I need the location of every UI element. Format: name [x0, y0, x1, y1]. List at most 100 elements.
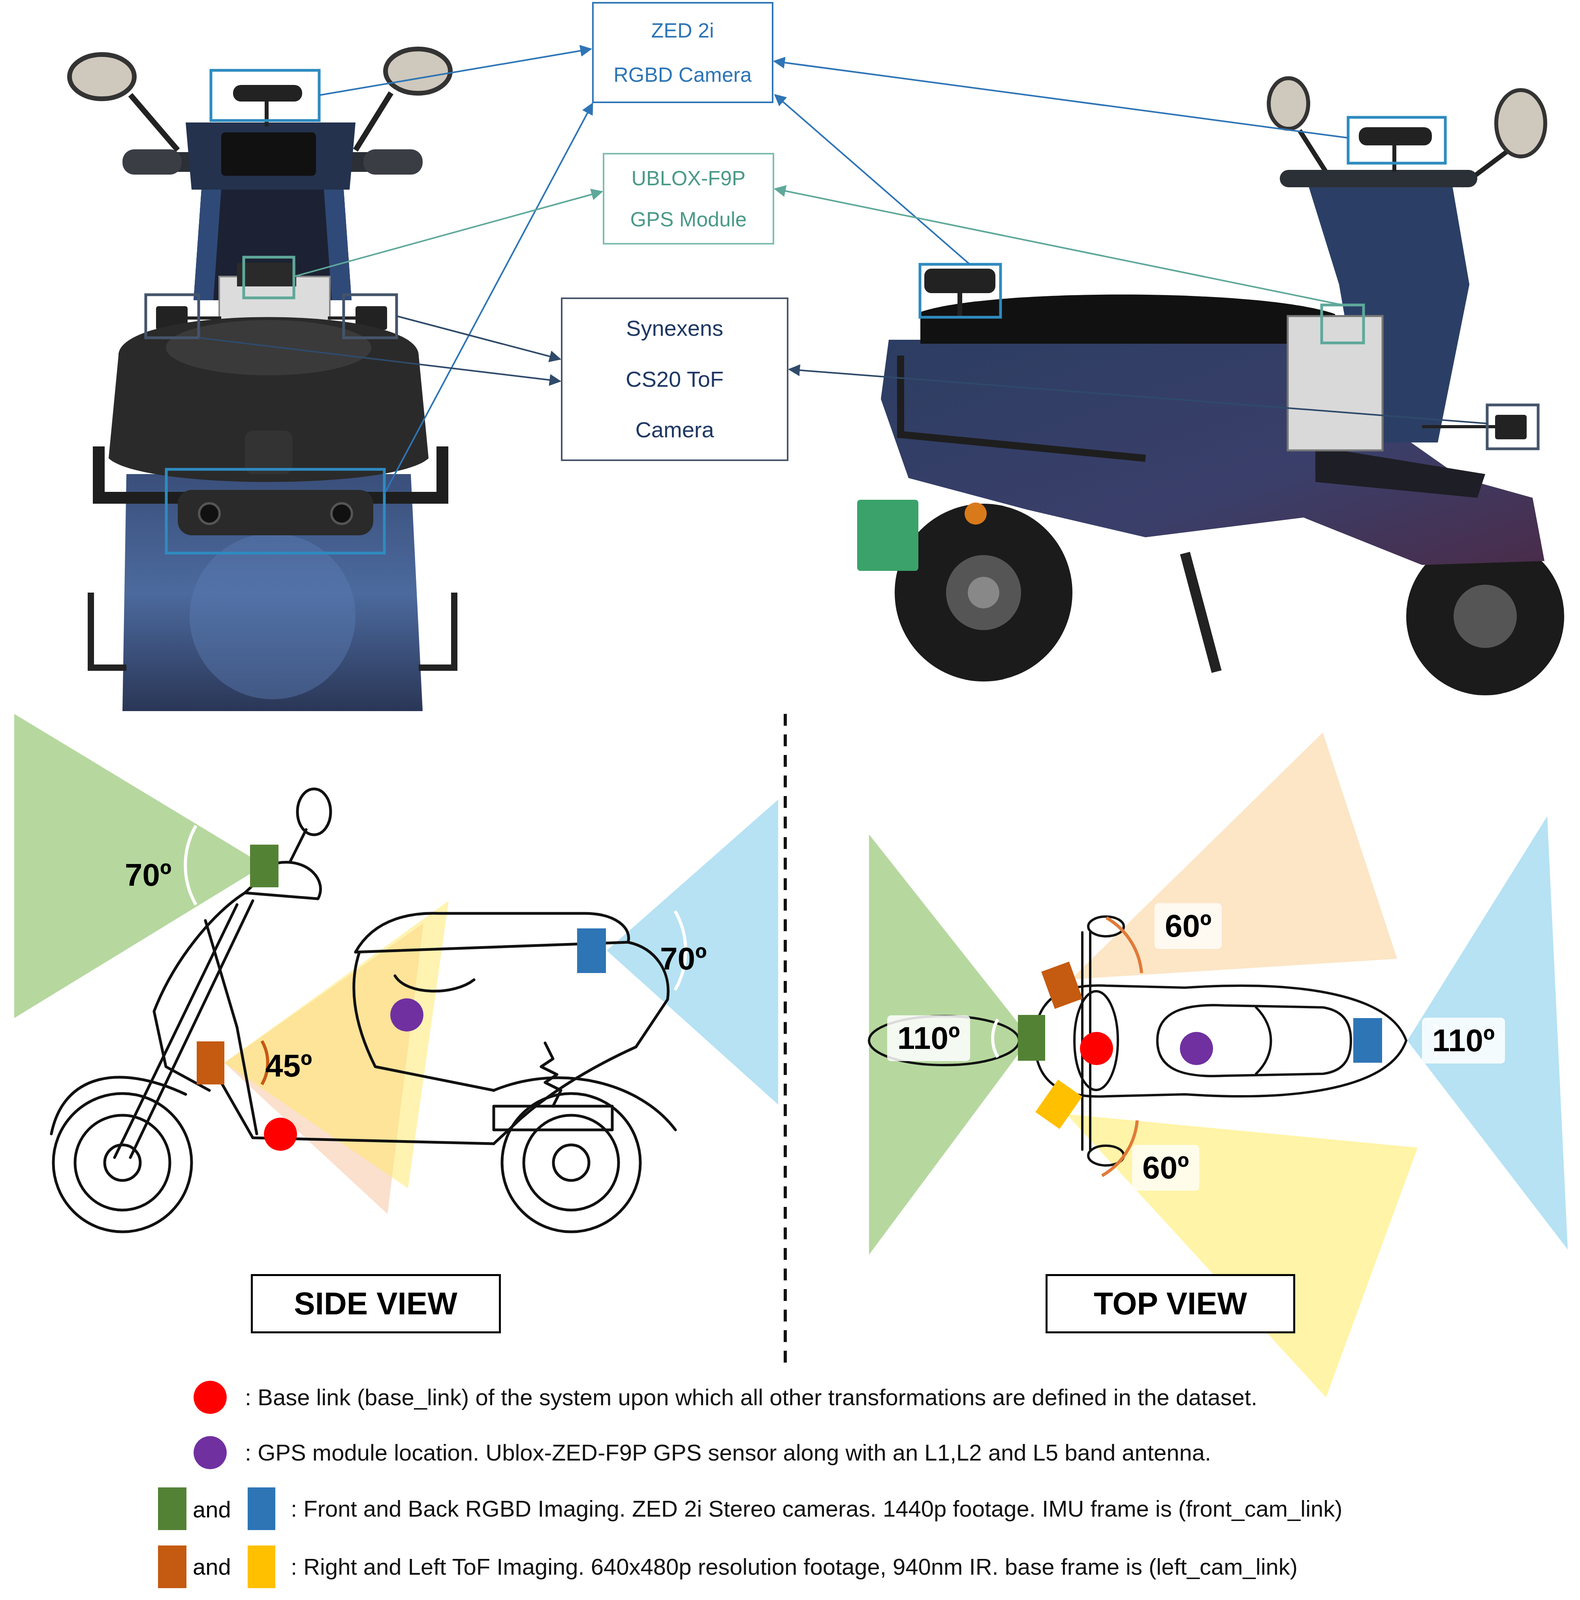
drawing-part	[237, 262, 297, 287]
drawing-part	[331, 503, 352, 524]
drawing-part	[1157, 1004, 1351, 1076]
angle-label: 110º	[1422, 1017, 1505, 1064]
drawing-part	[205, 920, 257, 1134]
box-text: Synexens CS20 ToF Camera	[602, 302, 747, 456]
drawing-part	[493, 1106, 613, 1130]
drawing-part	[353, 951, 494, 1091]
drawing-part	[894, 503, 1073, 682]
legend-text: : Front and Back RGBD Imaging. ZED 2i St…	[290, 1495, 1343, 1522]
angle-label: 110º	[887, 1015, 971, 1061]
drawing-part	[396, 316, 561, 360]
drawing-part	[774, 188, 1343, 305]
drawing-part	[343, 294, 397, 338]
drawing-part	[1268, 78, 1309, 129]
angle-label: 70º	[660, 940, 707, 977]
drawing-part	[1287, 316, 1383, 451]
legend-text: : GPS module location. Ublox-ZED-F9P GPS…	[244, 1439, 1212, 1466]
drawing-part	[857, 499, 919, 571]
drawing-part	[385, 48, 451, 94]
drawing-part	[957, 292, 963, 316]
legend-text: : Base link (base_link) of the system up…	[244, 1384, 1258, 1411]
drawing-part	[1358, 127, 1432, 146]
drawing-part	[198, 337, 561, 382]
legend-extra-swatches	[247, 1487, 276, 1588]
top-fov	[869, 732, 1568, 1398]
drawing-part	[108, 317, 429, 483]
drawing-part	[250, 844, 279, 888]
drawing-part	[177, 489, 374, 536]
drawing-part	[263, 1117, 298, 1151]
drawing-part	[221, 1082, 494, 1144]
view-title-box: SIDE VIEW	[250, 1273, 501, 1334]
box-text: TOP VIEW	[1093, 1284, 1248, 1323]
drawing-part	[53, 1093, 192, 1232]
drawing-part	[293, 191, 602, 277]
tof-label-box: Synexens CS20 ToF Camera	[560, 297, 789, 461]
drawing-part	[418, 592, 455, 668]
drawing-part	[224, 900, 449, 1189]
drawing-part	[154, 892, 245, 1091]
drawing-part	[221, 132, 316, 176]
drawing-part	[1074, 991, 1118, 1090]
drawing-part	[243, 257, 294, 298]
drawing-part	[1066, 1113, 1418, 1398]
drawing-part	[14, 713, 265, 1018]
angle-label: 60º	[1132, 1144, 1200, 1191]
angle-arcs	[185, 825, 1439, 1176]
drawing-part	[992, 1019, 998, 1058]
drawing-part	[1453, 584, 1517, 648]
drawing-part	[185, 122, 356, 190]
drawing-part	[1256, 1007, 1272, 1074]
drawing-part	[319, 48, 591, 96]
drawing-part	[541, 1042, 561, 1106]
legend-swatch	[193, 1435, 227, 1470]
drawing-part	[193, 189, 222, 301]
box-text: SIDE VIEW	[293, 1284, 458, 1323]
angle-label: 45º	[265, 1047, 313, 1084]
drawing-part	[606, 799, 779, 1105]
drawing-part	[199, 503, 220, 524]
drawing-part	[114, 904, 237, 1158]
drawing-part	[130, 94, 178, 151]
drawing-part	[920, 294, 1336, 344]
drawing-part	[1185, 553, 1217, 672]
drawing-part	[1321, 304, 1364, 343]
drawing-part	[1487, 404, 1539, 449]
drawing-part	[774, 61, 1349, 138]
angle-label: 70º	[124, 856, 172, 894]
drawing-part	[869, 834, 1031, 1255]
gps-label-box: UBLOX-F9P GPS Module	[602, 152, 775, 245]
leader-lines	[198, 48, 1488, 494]
drawing-part	[1299, 130, 1328, 174]
drawing-part	[946, 554, 1022, 631]
drawing-part	[189, 533, 356, 700]
drawing-part	[577, 928, 606, 973]
camera-label-box: ZED 2iRGBD Camera	[592, 1, 774, 104]
rear-view-photo	[69, 48, 455, 711]
drawing-part	[1017, 1014, 1046, 1061]
drawing-part	[919, 264, 1001, 318]
drawing-part	[1179, 1031, 1214, 1065]
drawing-part	[390, 998, 424, 1032]
drawing-part	[1348, 117, 1446, 164]
drawing-part	[1106, 917, 1142, 973]
drawing-part	[924, 268, 996, 294]
drawing-part	[244, 430, 293, 474]
box-text: ZED 2i	[651, 18, 715, 43]
drawing-part	[553, 1144, 589, 1181]
divider	[783, 713, 787, 1367]
drawing-part	[1407, 816, 1568, 1250]
drawing-part	[145, 294, 199, 338]
drawing-part	[1353, 1017, 1383, 1063]
drawing-part	[1041, 961, 1083, 1009]
legend-joiner: and	[192, 1496, 232, 1523]
drawing-part	[774, 94, 970, 265]
box-text: UBLOX-F9P GPS Module	[628, 157, 750, 240]
drawing-part	[900, 355, 1146, 459]
drawing-part	[1035, 1079, 1083, 1129]
drawing-part	[355, 92, 392, 151]
drawing-part	[290, 829, 307, 862]
drawing-part	[1279, 169, 1478, 188]
drawing-part	[165, 319, 372, 376]
